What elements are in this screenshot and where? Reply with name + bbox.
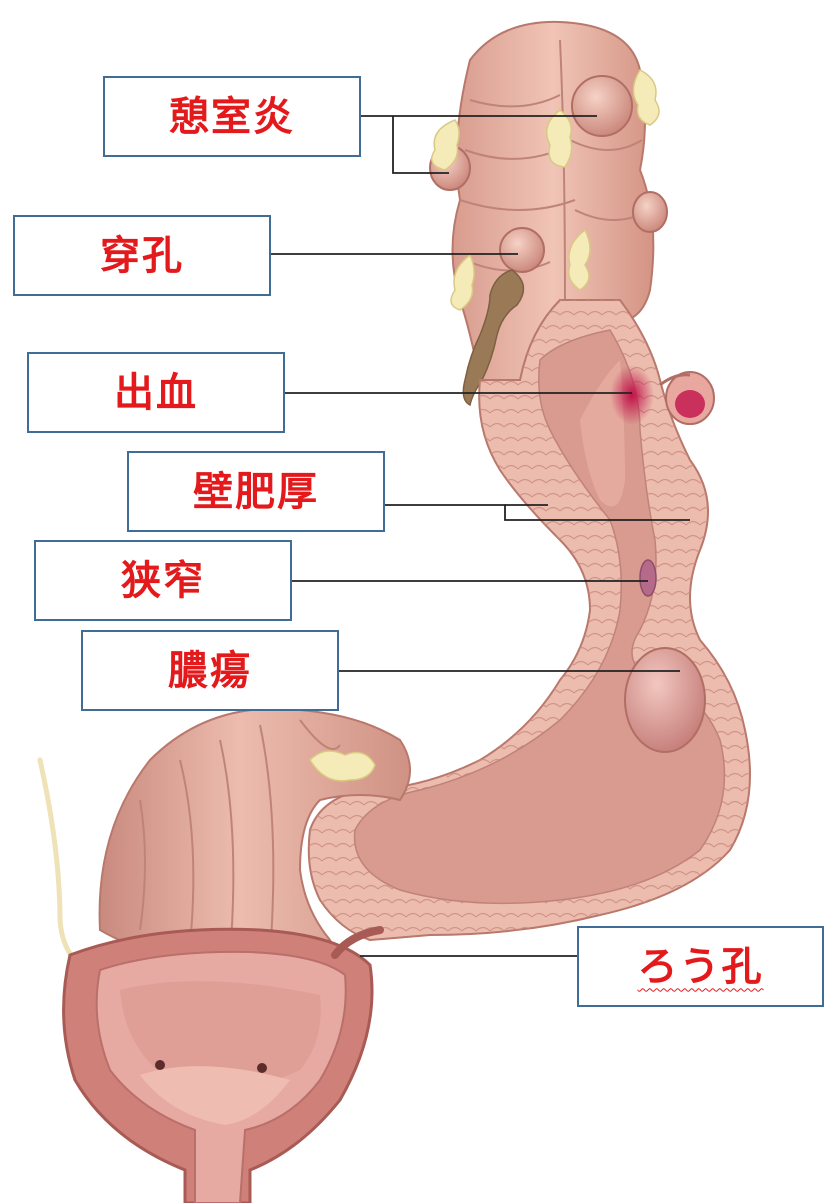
label-perforation-text: 穿孔 xyxy=(100,236,184,276)
label-wall-thickening: 壁肥厚 xyxy=(127,451,385,532)
bladder xyxy=(64,929,372,1203)
label-diverticulitis-text: 憩室炎 xyxy=(169,97,295,137)
label-fistula-text: ろう孔 xyxy=(638,947,764,987)
label-bleeding-text: 出血 xyxy=(114,373,198,413)
opened-colon xyxy=(309,300,750,940)
label-stenosis: 狭窄 xyxy=(34,540,292,621)
label-abscess-text: 膿瘍 xyxy=(168,651,252,691)
label-wall-thickening-text: 壁肥厚 xyxy=(193,472,319,512)
label-abscess: 膿瘍 xyxy=(81,630,339,711)
fistula-track xyxy=(335,930,380,955)
bleeding-spot xyxy=(610,365,654,425)
label-bleeding: 出血 xyxy=(27,352,285,433)
ureter xyxy=(40,760,80,965)
label-perforation: 穿孔 xyxy=(13,215,271,296)
stenosis-site xyxy=(640,560,656,596)
label-fistula: ろう孔 xyxy=(577,926,824,1007)
abscess-site xyxy=(625,648,705,752)
label-diverticulitis: 憩室炎 xyxy=(103,76,361,157)
label-stenosis-text: 狭窄 xyxy=(121,561,205,601)
